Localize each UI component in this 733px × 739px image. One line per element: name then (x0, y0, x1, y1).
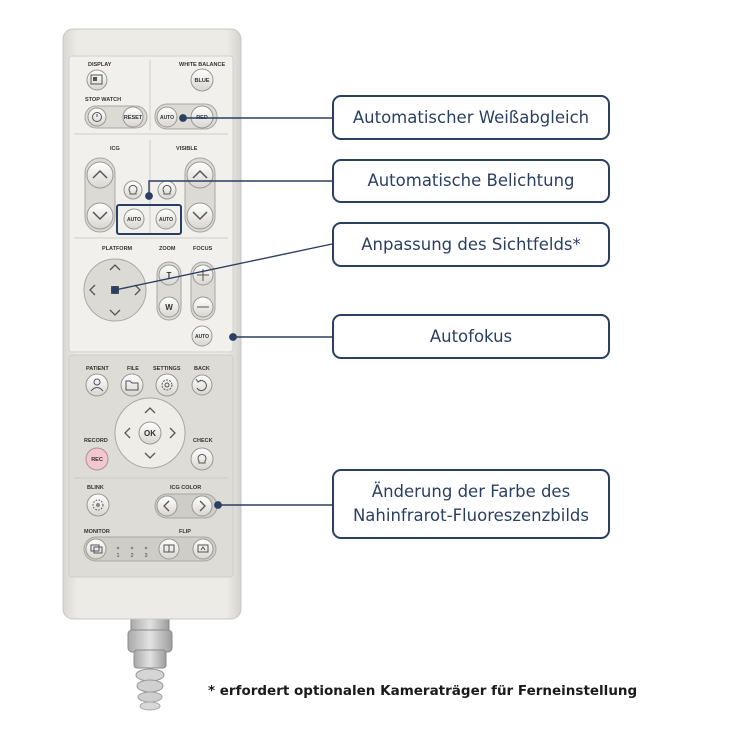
chevron-left-icon (89, 284, 96, 296)
autofocus-button[interactable]: AUTO (191, 325, 213, 347)
flip-vertical-button[interactable] (192, 538, 214, 560)
blue-button[interactable]: BLUE (190, 68, 214, 92)
footnote: * erfordert optionalen Kameraträger für … (208, 683, 638, 699)
icg-light-icon[interactable] (123, 180, 143, 200)
svg-text:AUTO: AUTO (127, 217, 141, 223)
record-label: RECORD (84, 438, 108, 444)
svg-text:REC: REC (91, 457, 103, 463)
monitor-indicators: 1 2 3 (116, 546, 148, 559)
monitor-icon (90, 544, 100, 552)
chevron-right-icon (199, 500, 206, 512)
settings-label: SETTINGS (153, 366, 181, 372)
visible-exposure-auto-button[interactable]: AUTO (155, 208, 177, 230)
icg-exposure-auto-button[interactable]: AUTO (123, 208, 145, 230)
callout-white-balance: Automatischer Weißabgleich (332, 95, 610, 140)
bulb-icon (197, 453, 207, 464)
svg-text:AUTO: AUTO (195, 334, 209, 340)
platform-label: PLATFORM (102, 246, 133, 252)
svg-text:OK: OK (144, 429, 156, 438)
callout-icg-color: Änderung der Farbe des Nahinfrarot-Fluor… (332, 469, 610, 539)
chevron-down-icon (144, 452, 156, 459)
ok-button[interactable]: OK (138, 421, 162, 445)
focus-label: FOCUS (193, 246, 213, 252)
record-button[interactable]: REC (85, 447, 109, 471)
reset-button[interactable]: RESET (122, 106, 144, 128)
blink-label: BLINK (87, 485, 104, 491)
monitor-button[interactable] (85, 538, 107, 560)
display-label: DISPLAY (88, 62, 112, 68)
chevron-up-icon (144, 407, 156, 414)
icg-color-previous-button[interactable] (156, 495, 178, 517)
zoom-rocker[interactable]: T W (156, 261, 182, 321)
patient-label: PATIENT (86, 366, 109, 372)
blink-button[interactable] (86, 493, 110, 517)
back-button[interactable] (191, 374, 213, 396)
folder-icon (125, 380, 139, 391)
visible-rocker[interactable] (184, 157, 216, 233)
chevron-down-icon (109, 309, 121, 316)
chevron-down-icon (92, 211, 108, 221)
icg-rocker[interactable] (84, 157, 116, 233)
chevron-right-icon (169, 427, 176, 439)
chevron-up-icon (192, 169, 208, 179)
white-balance-label: WHITE BALANCE (179, 62, 225, 68)
icg-label: ICG (110, 146, 120, 152)
svg-text:BLUE: BLUE (195, 78, 210, 84)
visible-light-icon[interactable] (157, 180, 177, 200)
person-icon (93, 378, 101, 386)
monitor-number-2: 2 (130, 553, 133, 559)
settings-button[interactable] (155, 373, 179, 397)
chevron-left-icon (124, 427, 131, 439)
chevron-up-icon (92, 169, 108, 179)
svg-text:AUTO: AUTO (160, 115, 174, 121)
flip-horizontal-button[interactable] (158, 538, 180, 560)
clock-icon (92, 112, 102, 122)
svg-text:W: W (165, 303, 173, 312)
white-balance-auto-button[interactable]: AUTO (156, 106, 178, 128)
chevron-up-icon (109, 264, 121, 271)
flip-icon (197, 544, 209, 553)
check-label: CHECK (193, 438, 213, 444)
monitor-number-1: 1 (116, 553, 119, 559)
visible-label: VISIBLE (176, 146, 198, 152)
gear-icon (161, 379, 173, 391)
callout-field-of-view: Anpassung des Sichtfelds* (332, 222, 610, 267)
callout-leaders (111, 114, 333, 509)
back-label: BACK (194, 366, 210, 372)
blink-icon (92, 499, 104, 511)
file-label: FILE (127, 366, 139, 372)
icg-color-label: ICG COLOR (170, 485, 201, 491)
check-button[interactable] (190, 447, 214, 471)
icg-color-next-button[interactable] (191, 495, 213, 517)
display-button[interactable] (86, 69, 108, 91)
zoom-label: ZOOM (159, 246, 176, 252)
svg-text:RESET: RESET (124, 115, 143, 121)
cable-strain-relief (127, 611, 173, 711)
monitor-label: MONITOR (84, 529, 110, 535)
callout-auto-exposure: Automatische Belichtung (332, 159, 610, 203)
svg-text:T: T (167, 271, 172, 280)
stop-watch-label: STOP WATCH (85, 97, 121, 103)
chevron-down-icon (192, 211, 208, 221)
patient-button[interactable] (85, 373, 109, 397)
file-button[interactable] (120, 373, 144, 397)
monitor-number-3: 3 (144, 553, 147, 559)
exposure-highlight-box (116, 204, 182, 235)
chevron-right-icon (134, 284, 141, 296)
callout-autofocus: Autofokus (332, 314, 610, 359)
red-button[interactable]: RED (190, 105, 214, 129)
svg-text:AUTO: AUTO (159, 217, 173, 223)
flip-label: FLIP (179, 529, 191, 535)
chevron-left-icon (163, 500, 170, 512)
